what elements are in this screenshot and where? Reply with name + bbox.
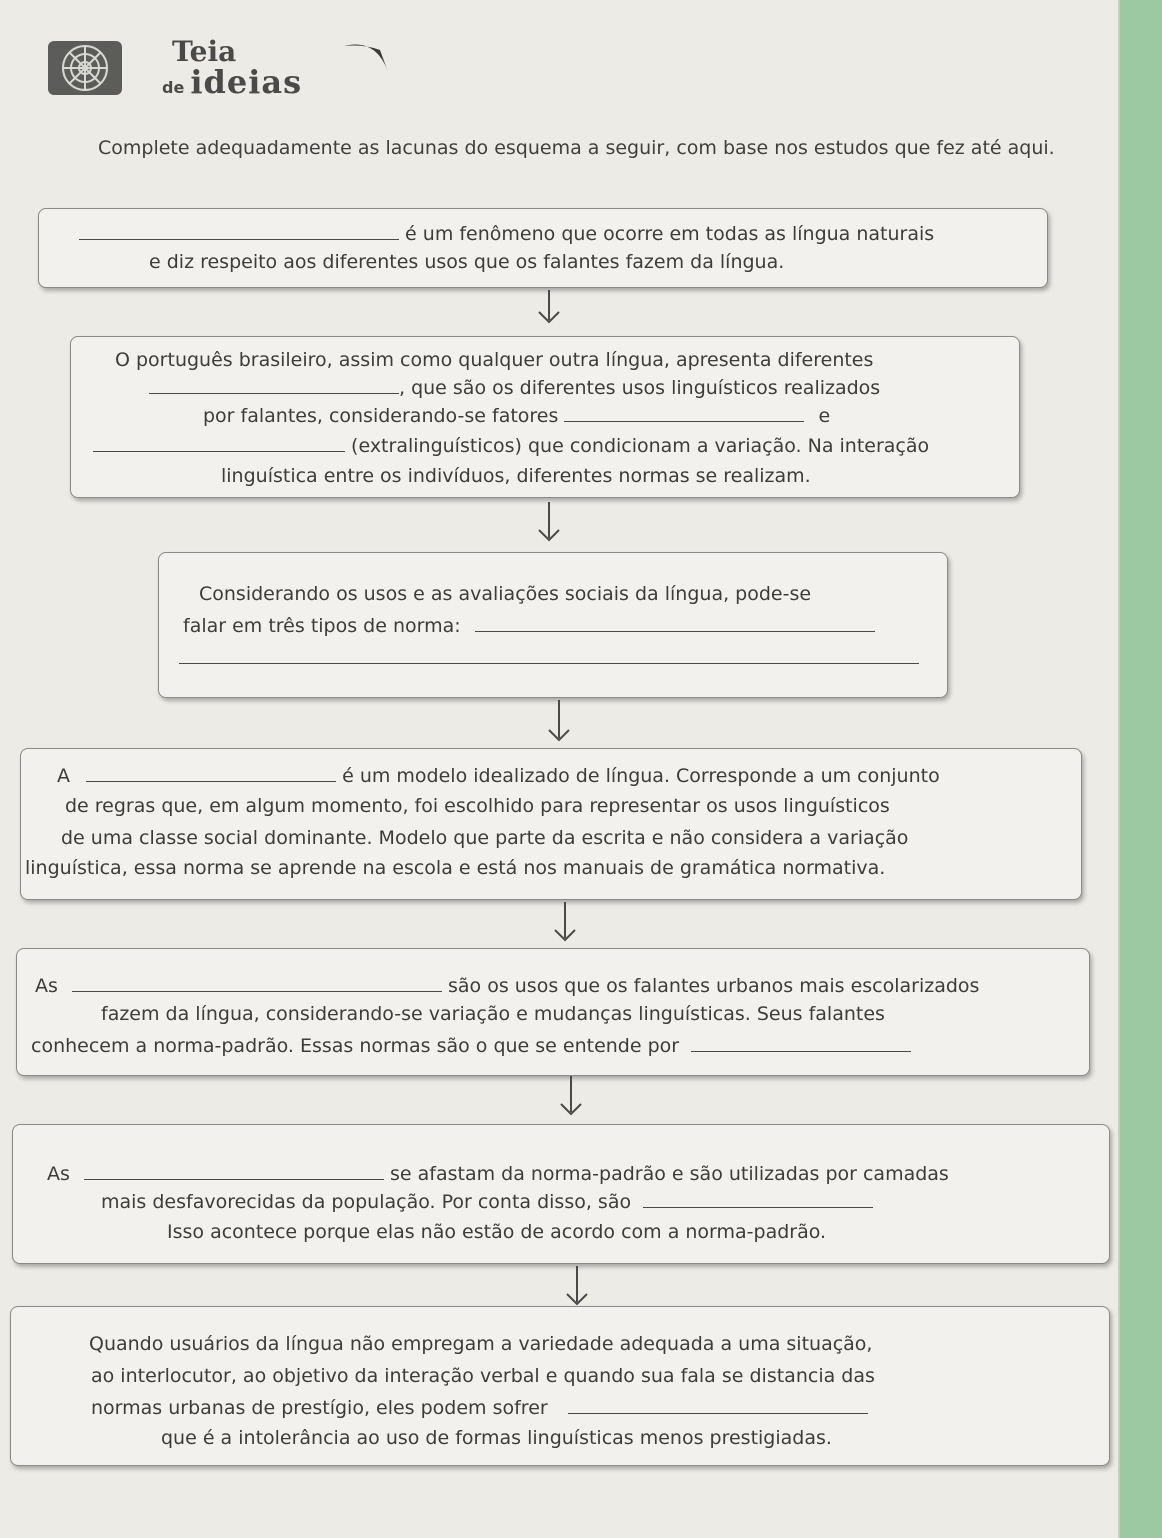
box7-line4: que é a intolerância ao uso de formas li… [161, 1427, 832, 1449]
box7-line1: Quando usuários da língua não empregam a… [89, 1333, 873, 1355]
box1-line1: é um fenômeno que ocorre em todas as lín… [405, 223, 935, 245]
blank-field[interactable] [71, 971, 442, 992]
arrow-down-icon [544, 700, 574, 744]
box2-line3b: e [818, 405, 831, 427]
blank-field[interactable] [567, 1393, 868, 1414]
blank-field[interactable] [474, 611, 875, 632]
blank-field[interactable] [79, 219, 399, 240]
schema-box-2: O português brasileiro, assim como qualq… [70, 336, 1020, 498]
blank-field[interactable] [643, 1187, 874, 1208]
box2-line2: , que são os diferentes usos linguístico… [399, 377, 881, 399]
arrow-down-icon [550, 902, 580, 946]
box7-line3: normas urbanas de prestígio, eles podem … [91, 1397, 548, 1419]
box6-line3: Isso acontece porque elas não estão de a… [167, 1221, 827, 1243]
arrow-down-icon [556, 1076, 586, 1120]
blank-field[interactable] [691, 1031, 912, 1052]
blank-field[interactable] [149, 373, 399, 394]
worksheet-page: Teia de ideias Complete adequadamente as… [0, 0, 1120, 1538]
arrow-down-icon [534, 502, 564, 546]
box1-line2: e diz respeito aos diferentes usos que o… [149, 251, 785, 273]
box2-line1: O português brasileiro, assim como qualq… [115, 349, 874, 371]
instructions-text: Complete adequadamente as lacunas do esq… [98, 137, 1055, 159]
blank-field[interactable] [83, 1159, 384, 1180]
box4-line3: de uma classe social dominante. Modelo q… [61, 827, 909, 849]
box4-line1a: A [57, 765, 70, 787]
box5-line3: conhecem a norma-padrão. Essas normas sã… [31, 1035, 680, 1057]
box6-line1b: se afastam da norma-padrão e são utiliza… [390, 1163, 949, 1185]
blank-field[interactable] [179, 643, 919, 664]
blank-field[interactable] [86, 761, 337, 782]
box2-line5: linguística entre os indivíduos, diferen… [221, 465, 811, 487]
box3-line2: falar em três tipos de norma: [183, 615, 461, 637]
box5-line1b: são os usos que os falantes urbanos mais… [448, 975, 980, 997]
box6-line1a: As [47, 1163, 70, 1185]
logo-title-ideias: ideias [190, 63, 303, 101]
logo-title-de: de [162, 78, 185, 97]
web-icon [48, 41, 122, 95]
box2-line3a: por falantes, considerando-se fatores [203, 405, 559, 427]
schema-box-4: A é um modelo idealizado de língua. Corr… [20, 748, 1082, 900]
schema-box-5: As são os usos que os falantes urbanos m… [16, 948, 1090, 1076]
blank-field[interactable] [564, 401, 805, 422]
logo-title-teia: Teia [172, 35, 237, 68]
box2-line4: (extralinguísticos) que condicionam a va… [351, 435, 930, 457]
box7-line2: ao interlocutor, ao objetivo da interaçã… [91, 1365, 875, 1387]
arrow-down-icon [534, 290, 564, 334]
blank-field[interactable] [93, 431, 345, 452]
schema-box-3: Considerando os usos e as avaliações soc… [158, 552, 948, 698]
box4-line4: linguística, essa norma se aprende na es… [25, 857, 886, 879]
box4-line2: de regras que, em algum momento, foi esc… [65, 795, 890, 817]
arrow-down-icon [562, 1266, 592, 1310]
box4-line1b: é um modelo idealizado de língua. Corres… [342, 765, 940, 787]
teia-de-ideias-logo: Teia de ideias [42, 35, 388, 101]
box5-line2: fazem da língua, considerando-se variaçã… [101, 1003, 885, 1025]
schema-box-7: Quando usuários da língua não empregam a… [10, 1306, 1110, 1466]
box3-line1: Considerando os usos e as avaliações soc… [199, 583, 812, 605]
box5-line1a: As [35, 975, 58, 997]
box6-line2: mais desfavorecidas da população. Por co… [101, 1191, 632, 1213]
schema-box-1: é um fenômeno que ocorre em todas as lín… [38, 208, 1048, 288]
swoosh-icon [344, 44, 388, 72]
schema-box-6: As se afastam da norma-padrão e são util… [12, 1124, 1110, 1264]
